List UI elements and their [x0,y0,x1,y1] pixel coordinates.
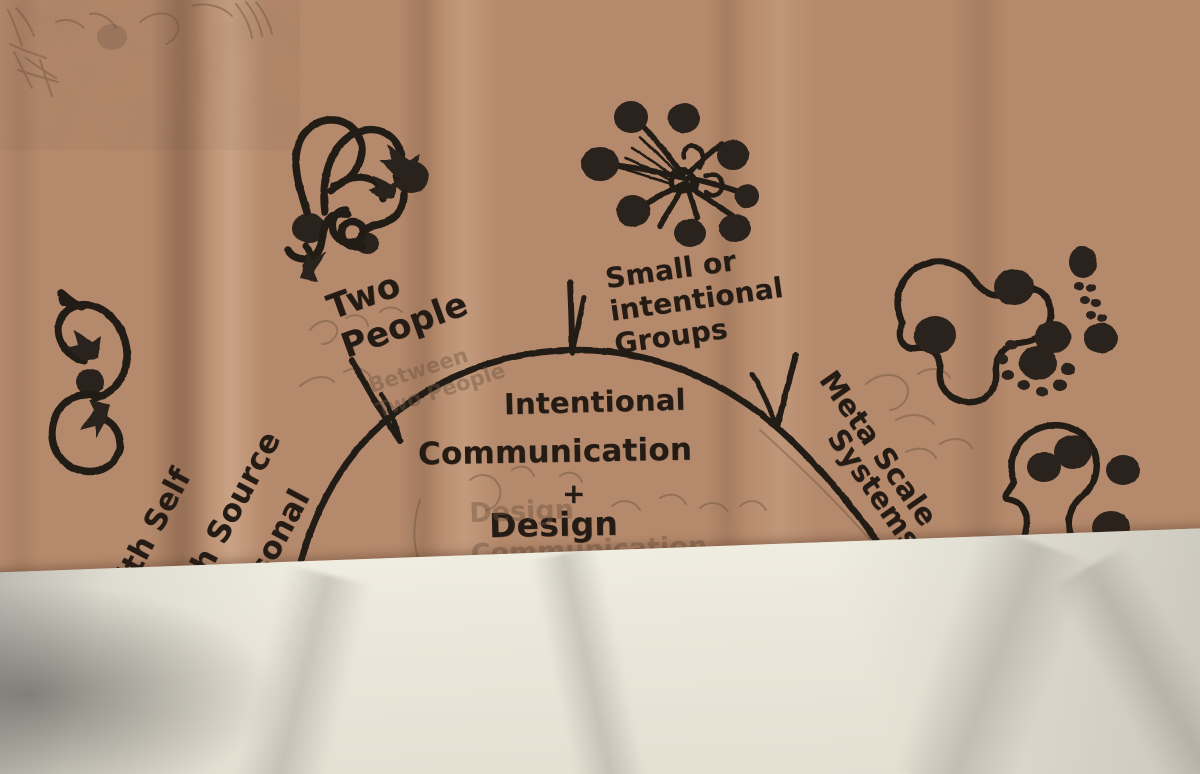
glyph-network-hub [581,101,759,247]
center-line-plus: + [562,477,586,510]
glyph-two-people [284,116,429,282]
center-line-design: Design [488,503,619,546]
center-line-intentional: Intentional [503,382,687,422]
glyph-self-loop [48,289,131,476]
glyph-meta-blobs [894,246,1140,564]
spectrum-arc [286,279,934,626]
center-line-communication: Communication [417,431,693,473]
